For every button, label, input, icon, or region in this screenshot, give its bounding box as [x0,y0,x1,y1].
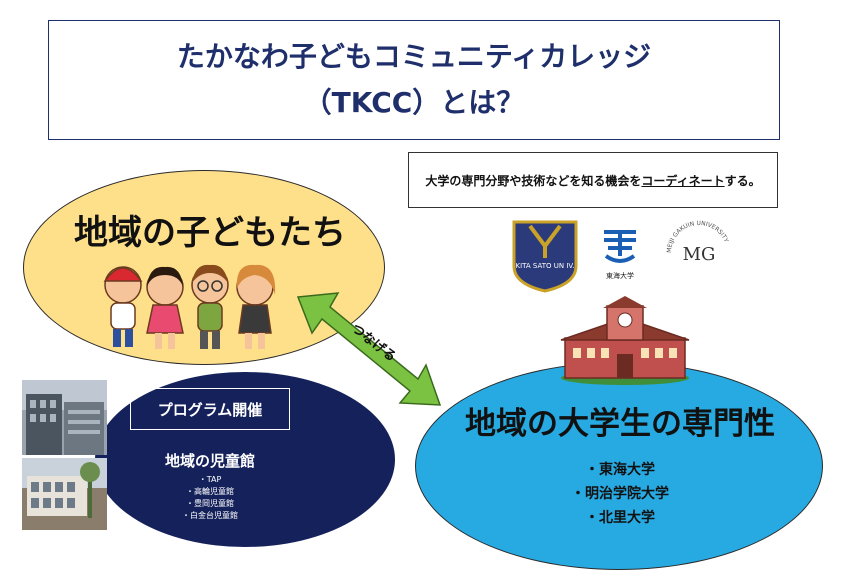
tokai-logo-text: 東海大学 [606,271,634,280]
caption-after: する。 [724,173,761,188]
caption-before: 大学の専門分野や技術などを知る機会を [425,173,642,188]
children-illustration [103,264,276,349]
title-box: たかなわ子どもコミュニティカレッジ （TKCC）とは？ [48,20,780,140]
title-line-1: たかなわ子どもコミュニティカレッジ [176,40,652,73]
university-list: ・東海大学 ・明治学院大学 ・北里大学 [560,458,680,530]
connect-arrow-icon [296,292,442,406]
caption-box: 大学の専門分野や技術などを知る機会をコーディネートする。 [408,152,778,208]
university-ellipse [415,362,823,570]
program-label-box: プログラム開催 [130,388,290,430]
university-building-icon [560,296,690,385]
kitasato-logo: KITA SATO UN IV. [512,220,578,293]
university-item: ・東海大学 [585,462,655,478]
tokai-logo: 東海大学 [592,222,648,287]
meiji-gakuin-logo: MEIJI GAKUIN UNIVERSITY MG [666,220,732,286]
kitasato-logo-text: KITA SATO UN IV. [516,262,575,270]
title-line-2: （TKCC）とは？ [303,86,525,119]
childrens-hall-photo-1 [22,380,107,455]
university-item: ・北里大学 [585,510,655,526]
facility-list: ・TAP ・高輪児童館 ・豊岡児童館 ・白金台児童館 [150,474,270,522]
facility-item: ・高輪児童館 [186,487,234,496]
child-2-icon [146,266,184,349]
child-4-icon [236,264,276,349]
program-ellipse [95,372,395,547]
kids-heading: 地域の子どもたち [74,213,346,253]
university-item: ・明治学院大学 [571,486,669,502]
facility-item: ・TAP [198,475,222,484]
caption-underlined: コーディネート [641,173,725,188]
university-heading: 地域の大学生の専門性 [465,406,775,442]
child-3-icon [191,264,229,349]
facility-item: ・豊岡児童館 [186,499,234,508]
program-subheading: 地域の児童館 [164,452,255,470]
child-1-icon [103,266,143,347]
meiji-logo-mark: MG [683,244,716,265]
facility-item: ・白金台児童館 [182,511,238,520]
childrens-hall-photo-2 [22,458,107,530]
